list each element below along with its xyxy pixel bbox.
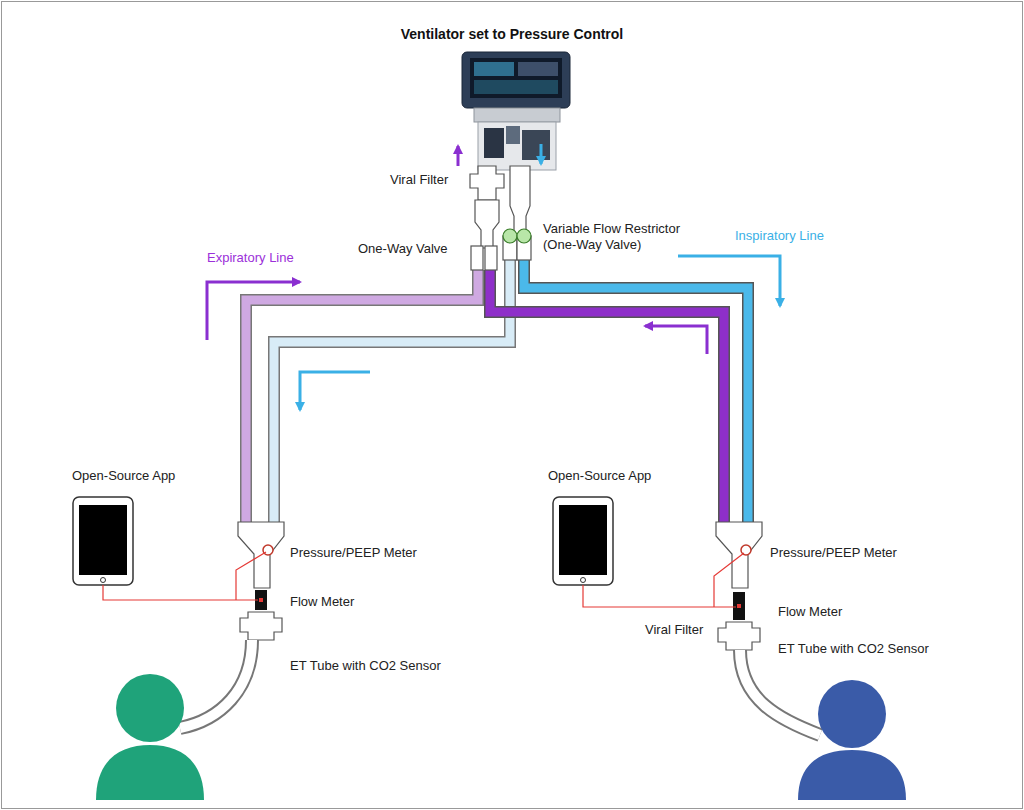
diagram-title: Ventilator set to Pressure Control: [401, 26, 624, 42]
part-label: Flow Meter: [778, 604, 842, 620]
part-label: Inspiratory Line: [735, 228, 824, 244]
part-label: One-Way Valve: [358, 241, 448, 257]
flow-arrow: [300, 372, 370, 410]
part-label: ET Tube with CO2 Sensor: [290, 658, 441, 674]
part-label: Viral Filter: [390, 172, 448, 188]
flow-arrow: [457, 146, 460, 166]
part-label: Expiratory Line: [207, 250, 294, 266]
valve-assembly: [470, 166, 531, 270]
part-label: Open-Source App: [72, 468, 175, 484]
part-label: ET Tube with CO2 Sensor: [778, 641, 929, 657]
part-label: Variable Flow Restrictor (One-Way Valve): [543, 221, 708, 254]
flow-arrow: [207, 282, 300, 340]
part-label: Flow Meter: [290, 594, 354, 610]
part-label: Pressure/PEEP Meter: [770, 545, 897, 561]
flow-arrow: [540, 144, 543, 164]
tubing: [246, 260, 748, 525]
left-circuit: [73, 497, 284, 800]
ventilator: [462, 52, 570, 170]
part-label: Viral Filter: [645, 622, 703, 638]
part-label: Pressure/PEEP Meter: [290, 545, 417, 561]
flow-arrow: [645, 326, 707, 354]
part-label: Open-Source App: [548, 468, 651, 484]
flow-arrow: [678, 256, 780, 306]
